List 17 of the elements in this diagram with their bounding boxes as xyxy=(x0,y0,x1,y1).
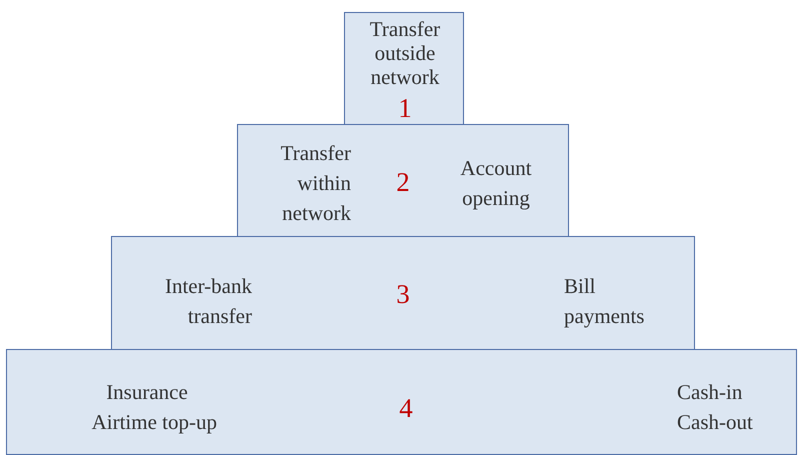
service-label: Inter-bank transfer xyxy=(164,273,252,330)
tier-number: 4 xyxy=(398,393,414,423)
service-label: Account opening xyxy=(459,155,533,212)
tier-box xyxy=(344,12,464,125)
service-label: Insurance xyxy=(105,379,189,406)
tier-box xyxy=(237,124,569,237)
service-label: Transfer within network xyxy=(280,140,351,227)
tier-number: 1 xyxy=(397,93,413,123)
service-label: Airtime top-up xyxy=(90,409,217,436)
service-label: Bill payments xyxy=(564,273,646,330)
service-label: Cash-in xyxy=(677,379,744,406)
service-label: Transfer outside network xyxy=(368,17,442,89)
tier-number: 3 xyxy=(395,279,411,309)
tier-box xyxy=(111,236,695,350)
tier-box xyxy=(6,349,797,455)
service-label: Cash-out xyxy=(677,409,754,436)
tier-number: 2 xyxy=(395,167,411,197)
